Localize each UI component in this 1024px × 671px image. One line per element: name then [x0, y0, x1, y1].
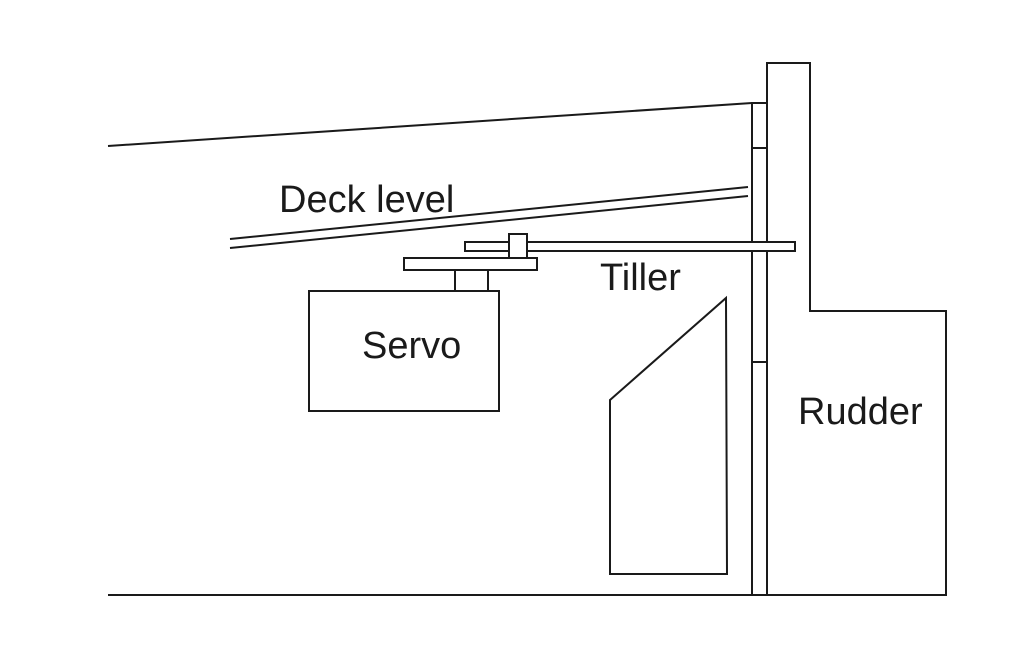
rudder-shape — [766, 62, 947, 596]
keel-block — [609, 295, 729, 575]
tiller-label: Tiller — [600, 257, 681, 299]
servo-shaft — [454, 269, 489, 292]
deck-level-label: Deck level — [279, 179, 454, 221]
servo-arm — [403, 257, 538, 271]
stern-post — [751, 102, 768, 596]
stern-post-joints — [752, 147, 767, 363]
servo-body — [308, 290, 500, 412]
hull-top-line — [107, 102, 753, 147]
deck-level-lines — [229, 186, 749, 249]
rudder-label: Rudder — [798, 391, 923, 433]
tiller-connector — [508, 233, 528, 259]
servo-label: Servo — [362, 325, 461, 367]
tiller-bar — [464, 241, 796, 252]
